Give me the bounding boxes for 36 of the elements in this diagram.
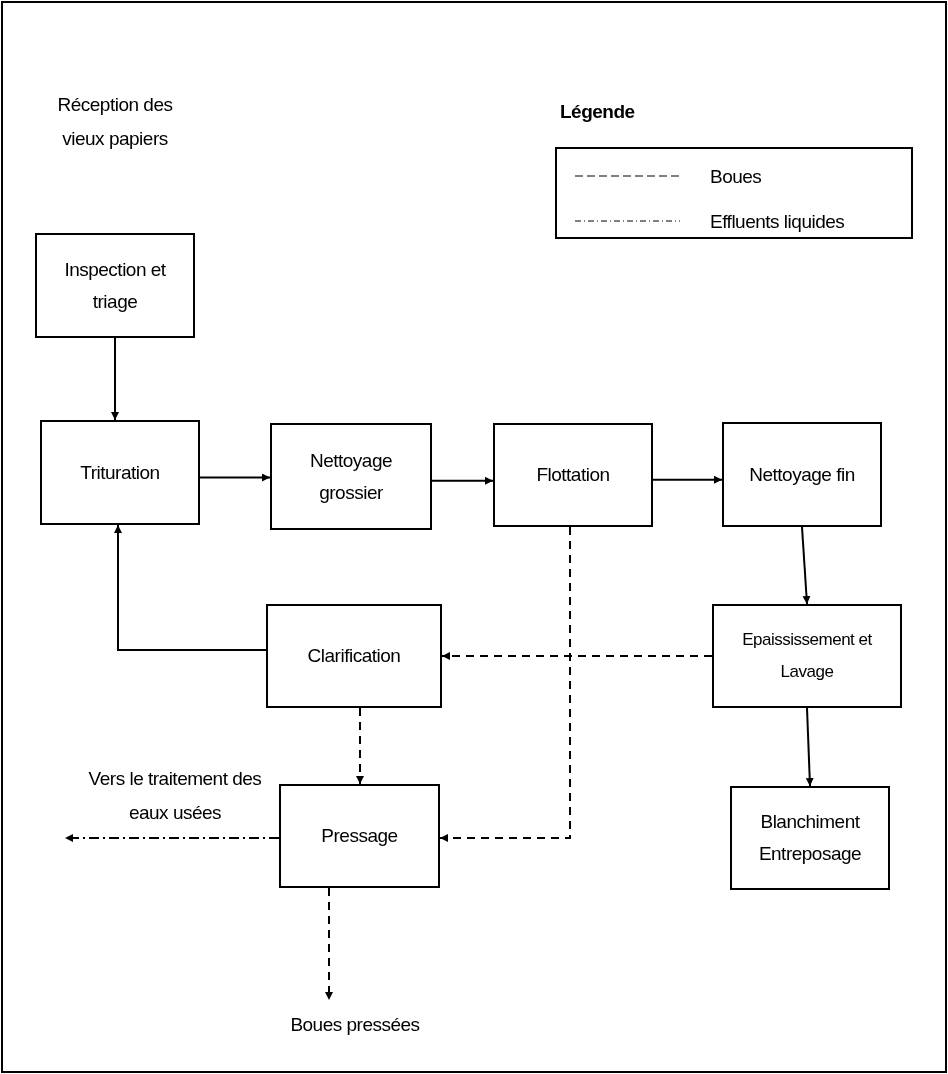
- arrow: [439, 526, 571, 842]
- process-label: Pressage: [321, 824, 398, 848]
- arrow: [805, 707, 814, 787]
- arrow: [801, 526, 811, 605]
- note-text: Réception des vieux papiers: [56, 93, 174, 151]
- arrow: [431, 476, 494, 485]
- process-label: Inspection et triage: [63, 257, 167, 314]
- arrow: [199, 473, 271, 482]
- process-box: [266, 604, 442, 708]
- process-label: Blanchiment Entreposage: [757, 810, 863, 866]
- process-box: [279, 784, 440, 888]
- process-box: [712, 604, 902, 708]
- arrow: [64, 834, 280, 842]
- output-label: Boues pressées: [290, 1013, 420, 1037]
- arrow: [356, 707, 364, 785]
- arrow: [441, 652, 713, 660]
- process-label: Flottation: [536, 463, 610, 487]
- process-label: Nettoyage grossier: [308, 448, 394, 505]
- process-box: [493, 423, 653, 527]
- arrow: [111, 337, 119, 421]
- arrow: [325, 887, 333, 1001]
- process-label: Trituration: [80, 460, 160, 485]
- process-label: Epaississement et Lavage: [741, 629, 873, 683]
- process-box: [730, 786, 890, 890]
- arrow: [652, 475, 723, 484]
- arrow: [114, 524, 267, 651]
- process-box: [722, 422, 882, 527]
- process-label: Clarification: [307, 644, 401, 668]
- process-box: [40, 420, 200, 525]
- note-text: Vers le traitement des eaux usées: [87, 767, 263, 825]
- process-label: Nettoyage fin: [749, 462, 855, 487]
- legend-label: Effluents liquides: [710, 210, 845, 234]
- process-box: [270, 423, 432, 530]
- process-box: [35, 233, 195, 338]
- legend-label: Boues: [710, 165, 762, 189]
- legend-title: Légende: [560, 100, 636, 124]
